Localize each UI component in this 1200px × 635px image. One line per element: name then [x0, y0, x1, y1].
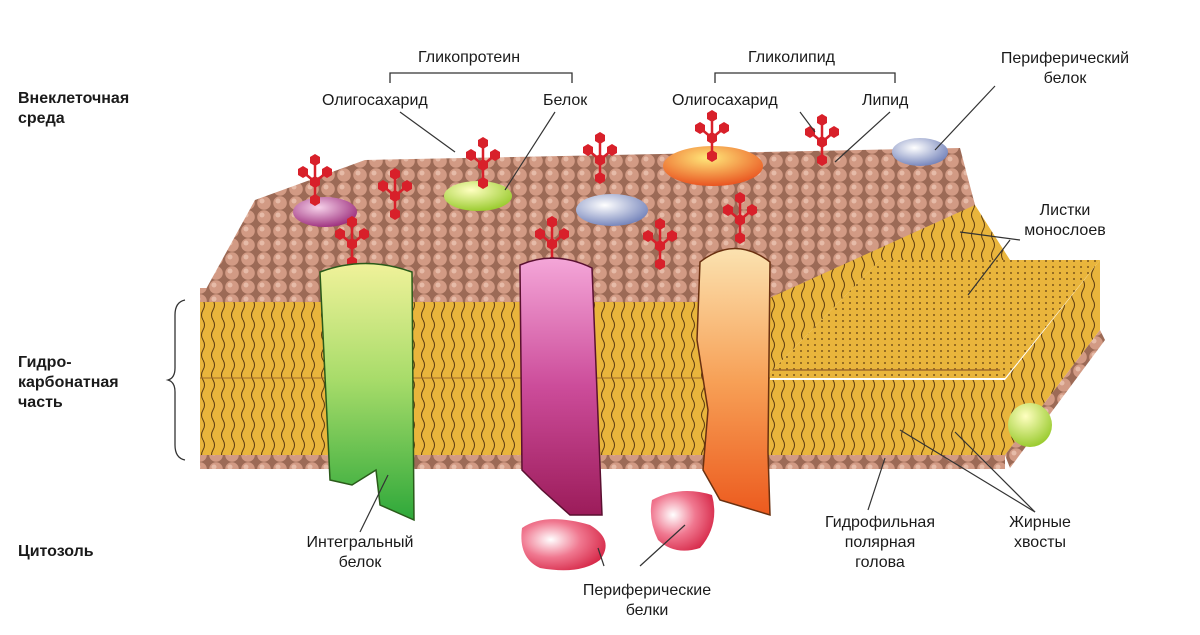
integral-protein-green [319, 262, 415, 522]
green-cut-protein [1008, 403, 1052, 447]
peripheral-proteins-label: Периферические белки [582, 582, 712, 619]
extracellular-label: Внеклеточная среда [18, 90, 130, 127]
integral-protein-label: Интегральный белок [306, 534, 414, 571]
front-tails-lower [770, 380, 1005, 460]
peripheral-surface-protein [892, 138, 948, 166]
integral-protein-magenta [519, 257, 603, 516]
integral-protein-orange [696, 247, 771, 517]
hydrocarbon-bracket [165, 299, 186, 461]
oligosaccharide-label-2: Олигосахарид [672, 92, 778, 109]
oligosaccharide-label-1: Олигосахарид [322, 92, 428, 109]
peripheral-protein-left [521, 519, 606, 571]
fatty-tails-label: Жирные хвосты [1009, 514, 1071, 551]
hydrocarbon-label: Гидро- карбонатная часть [18, 354, 119, 411]
protein-label: Белок [543, 92, 588, 109]
glycolipid-lipid [663, 146, 763, 186]
peripheral-protein-right [650, 491, 715, 551]
front-top-heads-row [200, 288, 765, 302]
leader-lines [359, 85, 1036, 567]
hydrophilic-head-label: Гидрофильная полярная голова [824, 514, 935, 571]
glycoprotein-bracket [389, 72, 573, 83]
blue-surface-protein [576, 194, 648, 226]
peripheral-protein-label: Периферический белок [1000, 50, 1130, 87]
glycolipid-label: Гликолипид [748, 49, 835, 66]
leaflet-surface [765, 260, 1100, 378]
lipid-label: Липид [862, 92, 909, 109]
glycoprotein-protein [444, 181, 512, 211]
cytosol-label: Цитозоль [18, 543, 94, 560]
glycolipid-bracket [714, 72, 896, 83]
purple-surface-protein [293, 197, 357, 227]
glycoprotein-label: Гликопротеин [418, 49, 521, 66]
monolayer-leaflets-label: Листки монослоев [1024, 202, 1106, 239]
